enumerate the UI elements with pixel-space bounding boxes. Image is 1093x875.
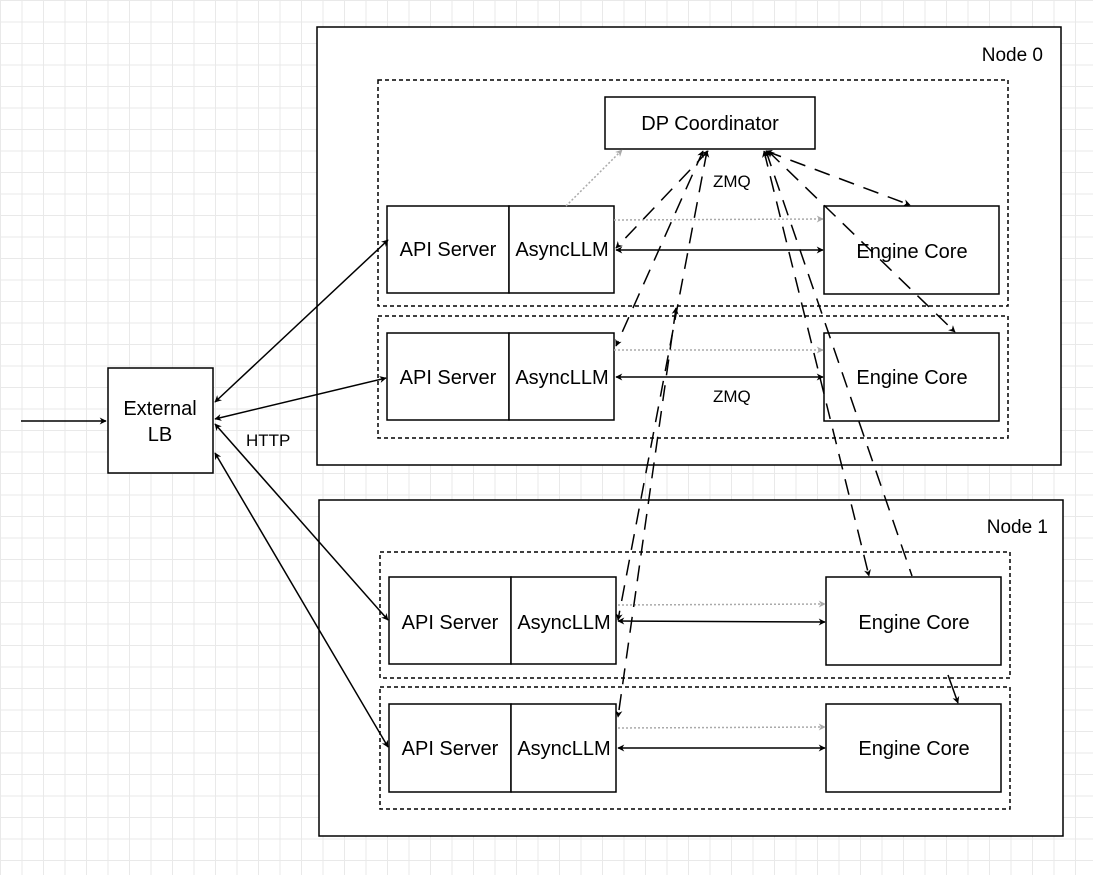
async-llm-box-2: [510, 576, 617, 665]
engine-core-box-2: [825, 576, 1002, 666]
http-label: HTTP: [246, 431, 290, 450]
async-llm-box-1: [508, 332, 615, 421]
async-llm-label-1: AsyncLLM: [515, 367, 608, 389]
async-llm-label-2: AsyncLLM: [517, 612, 610, 634]
zmq-label-top: ZMQ: [713, 172, 751, 191]
dp-rank-group-3: [379, 686, 1011, 810]
engine-core-label-1: Engine Core: [856, 367, 967, 389]
coord-to-engine-2: [762, 150, 871, 577]
api-server-label-0: API Server: [400, 239, 497, 261]
async-llm-box-3: [510, 703, 617, 793]
api-server-label-1: API Server: [400, 367, 497, 389]
external-lb-box: [107, 367, 214, 474]
async-llm-box-0: [508, 205, 615, 294]
api-server-box-3: [388, 703, 512, 793]
node-0-label: Node 0: [982, 45, 1043, 66]
async-llm-label-3: AsyncLLM: [517, 738, 610, 760]
coord-to-engine-3: [764, 150, 913, 577]
coord-to-asyncllm-3: [615, 307, 679, 718]
dotted-arrow-0: [613, 215, 824, 223]
dp-coordinator-box: [604, 96, 816, 150]
api-server-box-1: [386, 332, 510, 421]
http-link-1: [214, 376, 387, 421]
api-server-box-0: [386, 205, 510, 294]
dp-coordinator-label: DP Coordinator: [641, 113, 779, 135]
coord-to-engine-3b: [947, 674, 960, 704]
node-1-label: Node 1: [987, 517, 1048, 538]
engine-core-label-2: Engine Core: [858, 612, 969, 634]
zmq-link-2: [617, 617, 826, 626]
api-server-label-2: API Server: [402, 612, 499, 634]
zmq-label-mid: ZMQ: [713, 387, 751, 406]
dotted-arrow-3: [617, 723, 826, 731]
dotted-arrow-2: [617, 600, 826, 608]
async-llm-label-0: AsyncLLM: [515, 239, 608, 261]
engine-core-label-3: Engine Core: [858, 738, 969, 760]
external-lb-label-line2: LB: [148, 424, 172, 446]
http-link-3: [214, 452, 389, 748]
api-server-box-2: [388, 576, 512, 665]
dotted-arrow-to-coordinator: [565, 149, 623, 207]
external-lb-label-line1: External: [123, 398, 196, 420]
engine-core-box-3: [825, 703, 1002, 793]
http-link-0: [214, 239, 389, 403]
api-server-label-3: API Server: [402, 738, 499, 760]
